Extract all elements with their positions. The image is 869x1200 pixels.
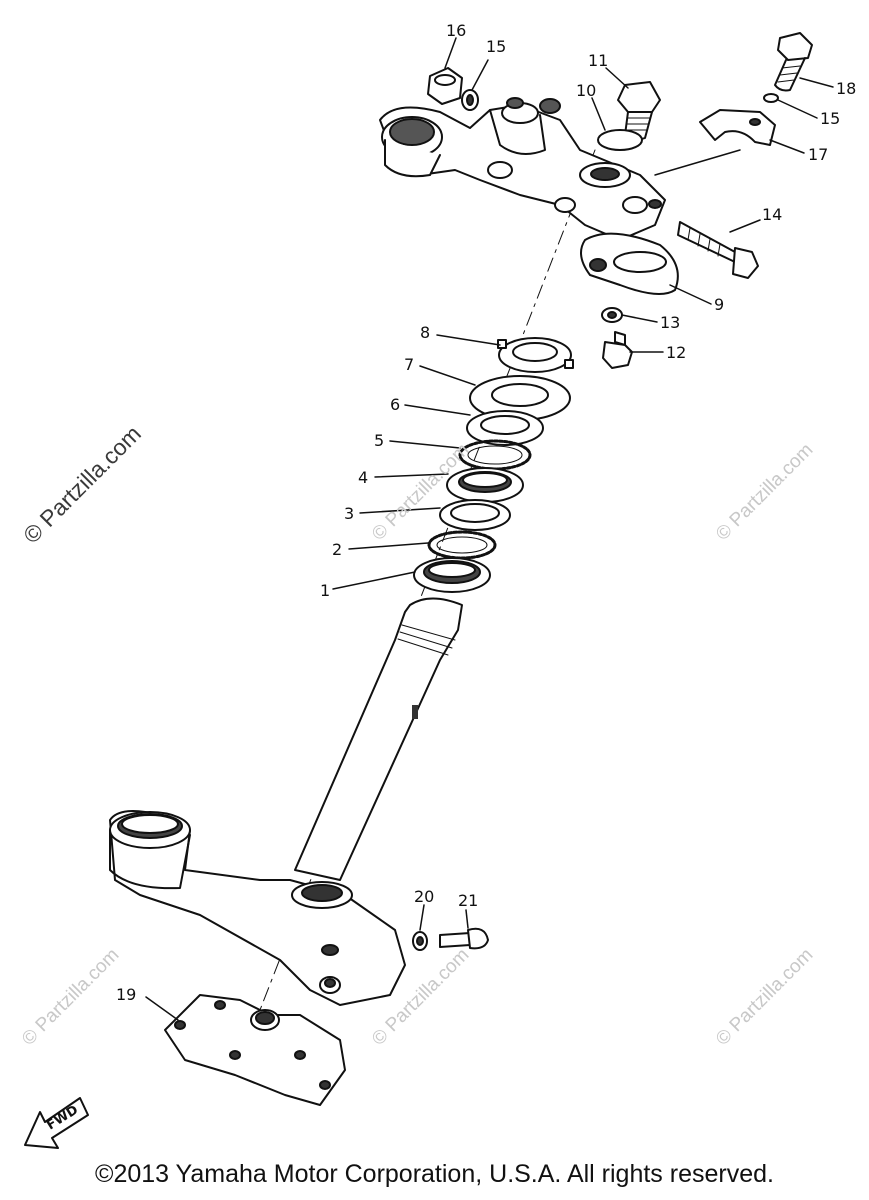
leader-lines (145, 37, 834, 1021)
label-part-1: 1 (320, 581, 330, 600)
label-part-3: 3 (344, 504, 354, 523)
part-4-race (446, 467, 524, 503)
label-part-9: 9 (714, 295, 724, 314)
label-part-11: 11 (588, 51, 608, 70)
part-6-race (466, 410, 544, 446)
label-part-19: 19 (116, 985, 136, 1004)
fwd-arrow: FWD (24, 1097, 89, 1149)
part-15-washer-b (763, 93, 779, 103)
label-part-8: 8 (420, 323, 430, 342)
steering-stem (294, 597, 463, 881)
part-17-holder (699, 109, 776, 146)
label-part-12: 12 (666, 343, 686, 362)
label-part-2: 2 (332, 540, 342, 559)
axis-line (259, 149, 596, 1011)
label-part-6: 6 (390, 395, 400, 414)
part-2-balls (427, 530, 497, 560)
part-20-washer (412, 931, 428, 951)
upper-bracket (379, 97, 666, 241)
label-part-15b: 15 (820, 109, 840, 128)
part-13-washer (601, 307, 623, 323)
label-part-17: 17 (808, 145, 828, 164)
part-19-plate (164, 994, 346, 1106)
part-14-bolt (677, 221, 759, 279)
part-8-ring-nut (497, 337, 574, 373)
label-part-20: 20 (414, 887, 434, 906)
label-part-7: 7 (404, 355, 414, 374)
copyright-notice: ©2013 Yamaha Motor Corporation, U.S.A. A… (95, 1160, 774, 1188)
part-15-washer-a (461, 89, 479, 111)
label-part-5: 5 (374, 431, 384, 450)
part-9-holder (580, 232, 679, 295)
part-10-washer (597, 129, 643, 151)
label-part-13: 13 (660, 313, 680, 332)
label-part-16: 16 (446, 21, 466, 40)
part-3-race (439, 499, 511, 531)
part-16-nut (427, 67, 463, 105)
label-part-4: 4 (358, 468, 368, 487)
label-part-10: 10 (576, 81, 596, 100)
part-1-race (413, 557, 491, 593)
label-part-18: 18 (836, 79, 856, 98)
part-12-bolt (602, 331, 633, 369)
label-part-21: 21 (458, 891, 478, 910)
label-part-15a: 15 (486, 37, 506, 56)
label-part-14: 14 (762, 205, 782, 224)
part-18-bolt (774, 32, 813, 92)
part-21-bolt (439, 927, 489, 950)
under-bracket (109, 810, 406, 1006)
